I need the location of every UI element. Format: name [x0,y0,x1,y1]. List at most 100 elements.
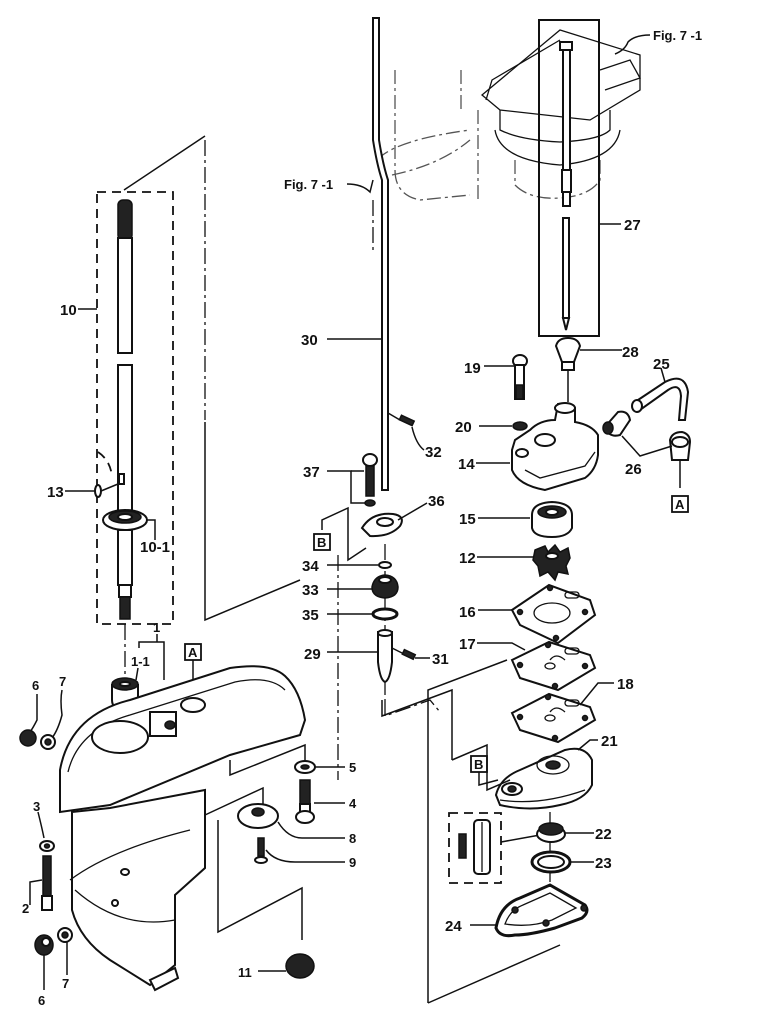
callout-28-label: 28 [622,344,639,361]
part-12-impeller: 12 [459,543,571,582]
part-19-bolt: 19 [464,354,528,400]
callout-30: 30 [301,332,383,349]
part-10-box [96,191,174,625]
callout-13-label: 13 [47,484,64,501]
callout-27-label: 27 [624,217,641,234]
callout-3-label: 3 [33,799,40,814]
callout-6a-label: 6 [32,678,39,693]
part-6-nut-upper: 6 [19,678,39,747]
phantom-driveshaft-housing [376,70,479,201]
part-7-washer-lower: 7 [57,927,73,991]
callout-10-label: 10 [60,302,77,319]
part-15-insert: 15 [459,500,573,539]
part-28-grommet: 28 [554,336,639,402]
part-7-washer-upper: 7 [40,674,66,750]
ref-b-label-1: B [317,535,326,550]
callout-24-label: 24 [445,918,462,935]
part-17-plate: 17 [459,636,597,692]
part-22-seal: 22 [536,822,612,843]
callout-25-label: 25 [653,356,670,373]
seal-inset-detail [458,819,541,875]
callout-12-label: 12 [459,550,476,567]
callout-10-1: 10-1 [140,519,170,556]
callout-7b-label: 7 [62,976,69,991]
part-16-gasket: 16 [459,583,597,645]
part-24-gasket: 24 [445,883,589,938]
callout-1-1-label: 1-1 [131,654,150,669]
part-30-shift-rod [372,17,389,491]
ref-b-label-2: B [474,757,483,772]
fig-ref-middle-label: Fig. 7 -1 [284,177,333,192]
ref-marker-b-middle: B [313,506,367,780]
callout-2-label: 2 [22,901,29,916]
fig-ref-top-right: Fig. 7 -1 [614,28,702,55]
callout-1-label: 1 [153,620,160,635]
callout-5-label: 5 [349,760,356,775]
part-33-bushing: 33 [302,574,399,599]
part-14-pump-housing: 14 [458,402,599,492]
part-6-nut-lower: 6 [34,934,54,1008]
callout-1-1: 1-1 [131,654,150,681]
callout-35-label: 35 [302,607,319,624]
part-31-pin: 31 [391,647,449,668]
callout-11-label: 11 [238,965,252,980]
callout-18-label: 18 [617,676,634,693]
part-21-outer-plate: 21 [494,733,618,810]
callout-16-label: 16 [459,604,476,621]
part-37-bolt: 37 [303,453,378,507]
callout-23-label: 23 [595,855,612,872]
part-20-washer: 20 [455,419,528,436]
callout-33-label: 33 [302,582,319,599]
part-26-grommets: 26 [602,410,692,488]
callout-34-label: 34 [302,558,319,575]
part-10-driveshaft [102,199,148,620]
callout-37-label: 37 [303,464,320,481]
callout-26-label: 26 [625,461,642,478]
callout-9-label: 9 [349,855,356,870]
callout-10-1-label: 10-1 [140,539,170,556]
powerhead-phantom [480,29,641,199]
callout-17-label: 17 [459,636,476,653]
callout-15-label: 15 [459,511,476,528]
callout-27: 27 [599,217,641,234]
part-2-bolt: 2 [22,855,53,916]
part-4-bolt: 4 [295,779,357,824]
callout-32-label: 32 [425,444,442,461]
ref-a-label-1: A [188,645,198,660]
callout-8-label: 8 [349,831,356,846]
part-3-washer: 3 [33,799,55,852]
ref-marker-b-pump: B [451,743,511,792]
ref-a-label-2: A [675,497,685,512]
part-9-screw: 9 [254,837,356,870]
callout-31-label: 31 [432,651,449,668]
callout-20-label: 20 [455,419,472,436]
callout-10: 10 [60,302,97,319]
part-25-tube: 25 [631,356,690,421]
part-27-box [538,19,600,337]
fig-ref-middle: Fig. 7 -1 [284,177,374,194]
part-29-shift-cam: 29 [304,629,393,684]
callout-29-label: 29 [304,646,321,663]
part-23-gasket: 23 [530,850,612,874]
callout-30-label: 30 [301,332,318,349]
fig-ref-top-right-label: Fig. 7 -1 [653,28,702,43]
callout-6b-label: 6 [38,993,45,1008]
part-27-rod [559,41,573,331]
part-18-gasket: 18 [510,676,634,744]
part-1-lower-case [59,665,307,992]
part-11-pinion: 11 [238,953,315,980]
callout-1: 1 [138,620,165,680]
callout-19-label: 19 [464,360,481,377]
callout-36-label: 36 [428,493,445,510]
callout-22-label: 22 [595,826,612,843]
part-8-anode: 8 [237,803,356,846]
callout-21-label: 21 [601,733,618,750]
part-35-oring: 35 [302,607,399,624]
part-5-washer: 5 [294,760,356,775]
callout-4-label: 4 [349,796,357,811]
callout-14-label: 14 [458,456,475,473]
ref-marker-a-pump: A [671,495,689,513]
part-36-plate: 36 [360,493,445,538]
callout-7a-label: 7 [59,674,66,689]
